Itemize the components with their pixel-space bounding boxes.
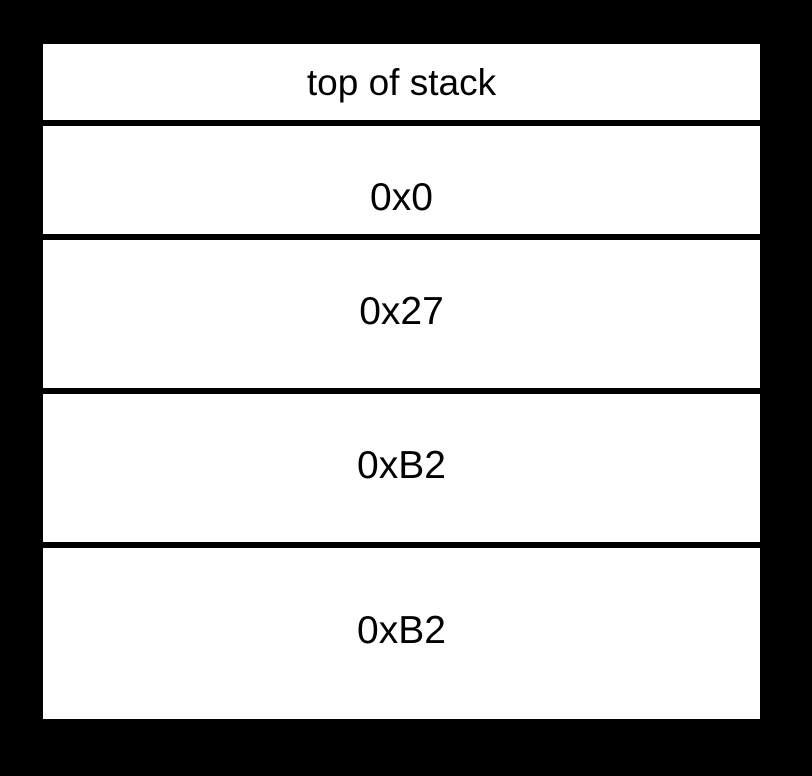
- stack-cell-label: top of stack: [306, 61, 497, 103]
- stack-cell-label: 0x0: [370, 175, 433, 219]
- stack-cell-label: 0xB2: [357, 609, 446, 652]
- stack-diagram: top of stack 0x0 0x27 0xB2 0xB2: [43, 44, 760, 719]
- stack-cell-top-of-stack: top of stack: [43, 44, 760, 120]
- stack-cell-4: 0xB2: [43, 542, 760, 719]
- stack-cell-3: 0xB2: [43, 388, 760, 542]
- stack-cell-label: 0x27: [359, 289, 444, 333]
- stack-cell-label: 0xB2: [357, 443, 446, 487]
- stack-cell-1: 0x0: [43, 120, 760, 234]
- stack-cell-2: 0x27: [43, 234, 760, 388]
